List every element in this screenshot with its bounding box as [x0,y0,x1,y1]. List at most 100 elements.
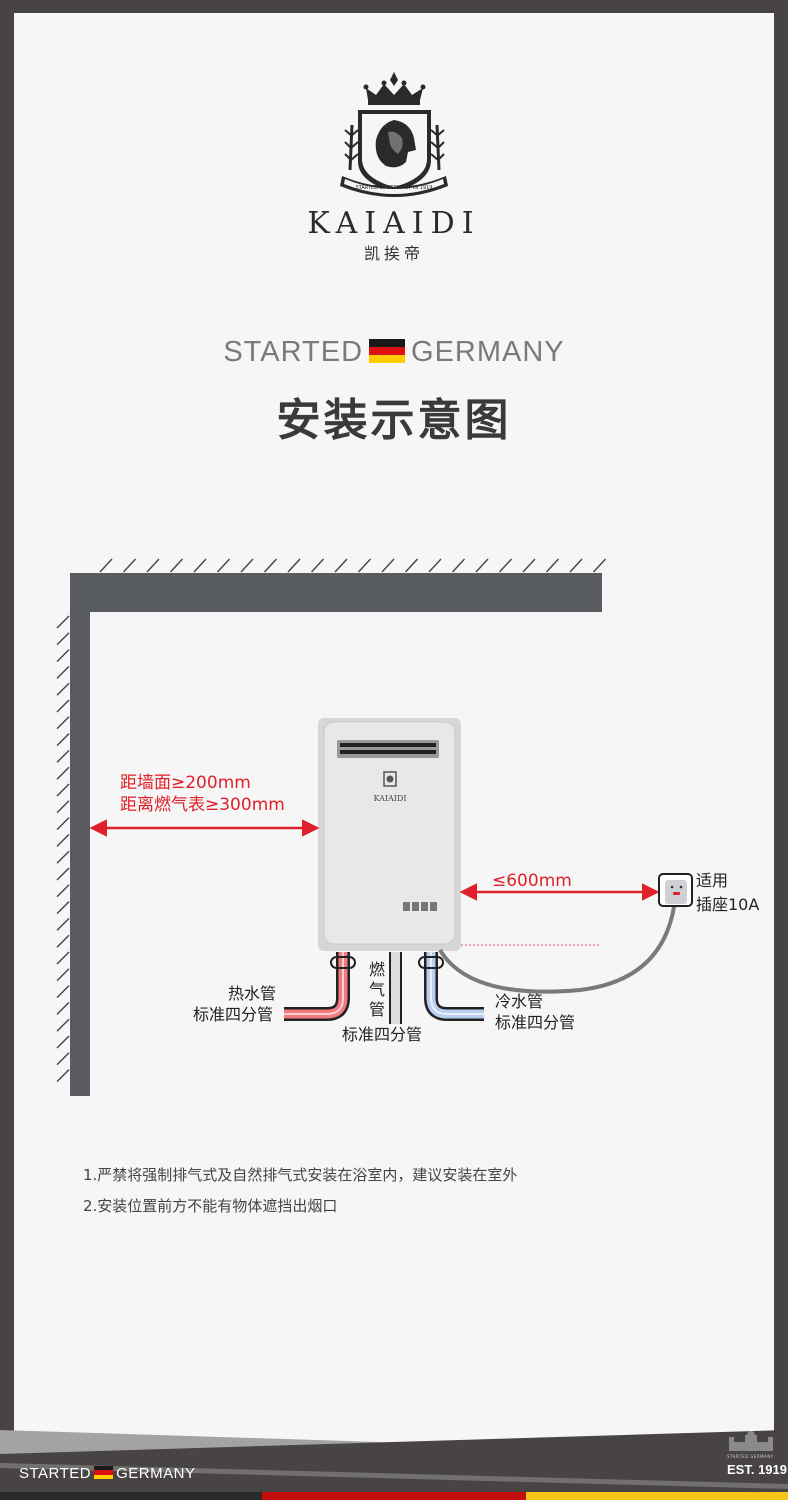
hatch-mark [592,558,607,573]
shield-icon [357,110,431,192]
power-cord [438,899,677,994]
hatch-mark [99,558,113,573]
building-icon [729,1431,773,1451]
hatch-mark [545,558,560,573]
hot-water-pipe [284,952,356,1021]
hatch-mark [56,682,70,696]
brand-name-cn: 凯挨帝 [363,244,424,263]
hatch-mark [56,749,70,763]
page-title: 安装示意图 [276,395,512,446]
gas-pipe-vertical-label: 燃 气 管 [369,960,385,1020]
gas-char-1: 燃 [369,960,386,979]
hatch-mark [357,558,372,573]
hot-pipe-label-1: 热水管 [228,984,277,1003]
lion-icon [375,120,416,168]
hatch-mark [569,558,583,573]
hatch-mark [56,985,70,999]
hatch-mark [216,558,231,573]
note-item: 2.安装位置前方不能有物体遮挡出烟口 [83,1197,338,1215]
wall [56,558,607,1096]
hatch-mark [56,1069,70,1083]
hatch-mark [240,558,254,573]
footer-started-germany: STARTED GERMANY [19,1465,195,1482]
ribbon-text: STARTED IN GERMANY IN 1919 [356,185,433,191]
hatch-mark [334,558,348,573]
germany-text: GERMANY [411,336,565,368]
hatch-mark [56,817,70,831]
hatch-mark [263,558,278,573]
footer-germany-text: GERMANY [116,1465,196,1482]
hatch-mark [428,558,442,573]
hatch-mark [498,558,513,573]
hatch-mark [56,632,70,646]
hatch-mark [56,665,70,679]
hatch-mark [56,884,70,898]
hatch-mark [56,934,70,948]
footer-bar-gold [526,1492,788,1500]
hatch-mark [287,558,301,573]
started-germany-heading: STARTED GERMANY [0,336,788,369]
hatch-mark [475,558,489,573]
hatch-mark [56,850,70,864]
hatch-mark [56,800,70,814]
ceiling-hatch [99,558,607,573]
est-small-text: STARTED GERMANY [727,1454,774,1459]
hatch-mark [169,558,184,573]
hatch-mark [56,649,70,663]
heater-logo-icon [383,771,397,787]
socket-distance-label: ≤600mm [492,871,572,891]
hatch-mark [56,1001,70,1015]
hatch-mark [56,833,70,847]
socket-label-1: 适用 [696,871,729,890]
hatch-mark [56,867,70,881]
hatch-mark [56,951,70,965]
hot-pipe-label-2: 标准四分管 [193,1005,274,1024]
ribbon-banner: STARTED IN GERMANY IN 1919 [340,176,448,197]
brand-logo: STARTED IN GERMANY IN 1919 [340,72,448,197]
footer-german-flag-icon [94,1466,114,1479]
hatch-mark [56,1035,70,1049]
hatch-mark [310,558,325,573]
cold-pipe-label-1: 冷水管 [495,992,544,1011]
hatch-mark [56,1052,70,1066]
heater-brand: KAIAIDI [373,794,406,803]
hatch-mark [522,558,536,573]
footer-started-text: STARTED [19,1465,92,1482]
hatch-mark [56,1018,70,1032]
gas-pipe-label: 标准四分管 [342,1025,423,1044]
german-flag-icon [369,339,406,363]
wall-distance-label-2: 距离燃气表≥300mm [120,795,285,815]
side-wall [70,573,90,1096]
hatch-mark [56,968,70,982]
gas-pipe [389,952,402,1024]
hatch-mark [381,558,395,573]
exhaust-vent [337,740,439,758]
hatch-mark [56,766,70,780]
hatch-mark [56,716,70,730]
ceiling-wall [70,573,602,612]
wall-hatch [56,615,70,1083]
installation-notes: 1.严禁将强制排气式及自然排气式安装在浴室内，建议安装在室外 2.安装位置前方不… [83,1160,517,1222]
started-text: STARTED [223,336,364,368]
hatch-mark [451,558,466,573]
hatch-mark [146,558,160,573]
wall-distance-label-1: 距墙面≥200mm [120,773,251,793]
socket-icon [658,873,693,907]
laurel-icon [344,124,445,171]
water-heater: KAIAIDI [318,718,461,951]
cold-pipe-label-2: 标准四分管 [495,1013,576,1032]
est-1919: EST. 1919 [727,1462,787,1477]
brand-name-en: KAIAIDI [307,206,481,241]
hatch-mark [56,901,70,915]
footer-stripe [0,1463,788,1489]
hatch-mark [404,558,419,573]
hatch-mark [56,699,70,713]
note-item: 1.严禁将强制排气式及自然排气式安装在浴室内，建议安装在室外 [83,1166,518,1184]
hatch-mark [56,733,70,747]
footer-bar-red [262,1492,526,1500]
gas-char-2: 气 [369,980,386,999]
hatch-mark [56,783,70,797]
crown-icon [363,72,426,105]
